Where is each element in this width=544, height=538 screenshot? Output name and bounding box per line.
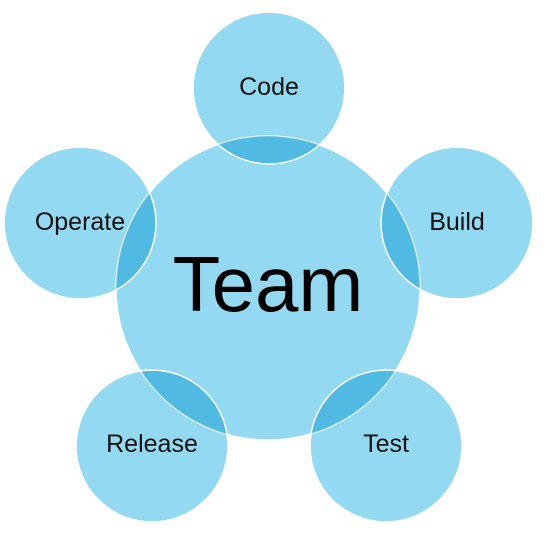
- code-label: Code: [239, 73, 299, 101]
- release-overlap: [116, 370, 228, 440]
- operate-label: Operate: [35, 208, 125, 236]
- satellite-outlines: [3, 11, 534, 523]
- build-label: Build: [429, 208, 485, 236]
- test-overlap: [310, 370, 420, 440]
- test-label: Test: [363, 430, 409, 458]
- team-label: Team: [173, 240, 364, 328]
- release-label: Release: [106, 430, 198, 458]
